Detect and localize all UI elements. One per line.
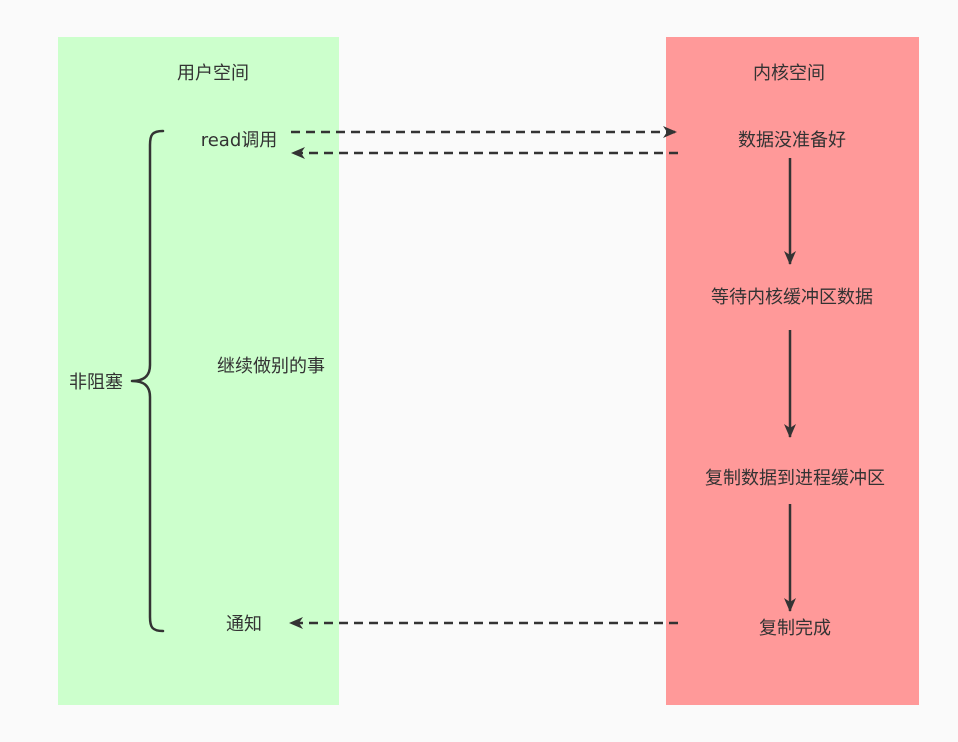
kernel-step-not-ready: 数据没准备好 (738, 130, 846, 151)
notify-label: 通知 (226, 614, 262, 635)
user-space-title: 用户空间 (177, 63, 249, 84)
brace-shape (130, 129, 165, 633)
continue-work-label: 继续做别的事 (217, 356, 325, 377)
nonblocking-label: 非阻塞 (69, 372, 123, 393)
kernel-step-wait-buffer: 等待内核缓冲区数据 (711, 287, 873, 308)
read-call-label: read调用 (200, 130, 278, 151)
kernel-step-copy-data: 复制数据到进程缓冲区 (705, 468, 885, 489)
kernel-space-title: 内核空间 (753, 63, 825, 84)
kernel-step-copy-done: 复制完成 (759, 618, 831, 639)
kernel-space-panel (666, 37, 919, 705)
